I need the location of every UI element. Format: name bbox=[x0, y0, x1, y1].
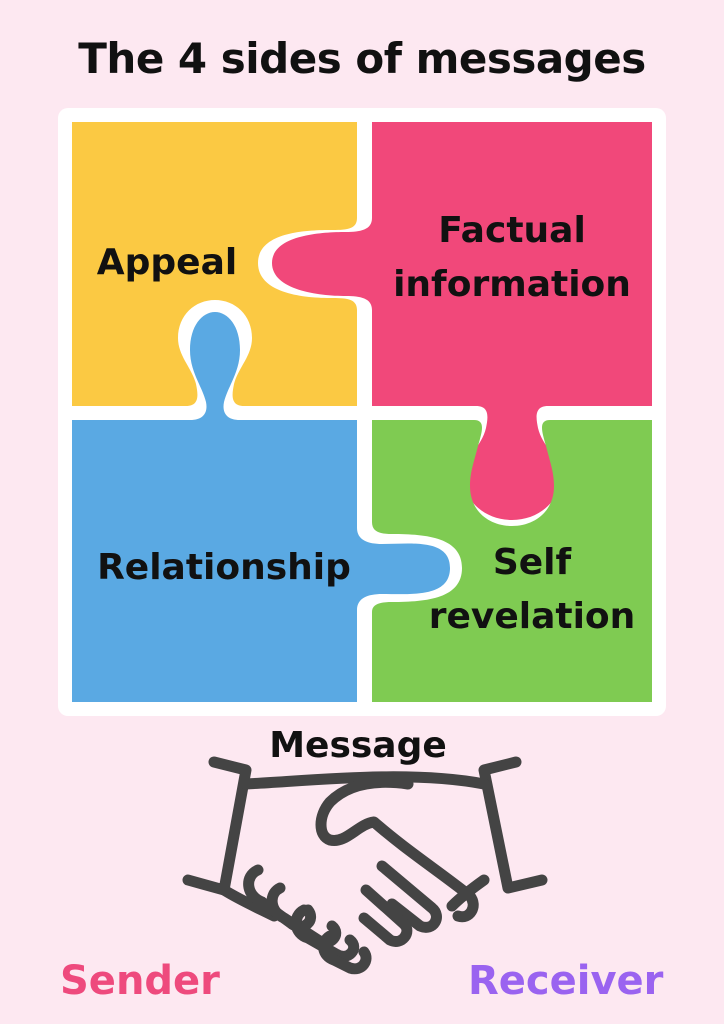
factual-label-line1: Factual bbox=[438, 210, 586, 251]
factual-label: Factual information bbox=[380, 204, 644, 312]
piece-self bbox=[372, 420, 652, 702]
self-label: Self revelation bbox=[412, 536, 652, 644]
appeal-label: Appeal bbox=[96, 242, 238, 283]
sender-label: Sender bbox=[60, 958, 220, 1004]
message-label: Message bbox=[260, 722, 456, 770]
piece-appeal bbox=[72, 122, 357, 406]
self-label-line1: Self bbox=[492, 542, 572, 583]
piece-relationship bbox=[72, 312, 450, 702]
page-title: The 4 sides of messages bbox=[78, 34, 646, 83]
relationship-label: Relationship bbox=[97, 547, 351, 588]
factual-label-line2: information bbox=[393, 264, 631, 305]
receiver-label: Receiver bbox=[468, 958, 664, 1004]
piece-factual bbox=[272, 122, 652, 520]
self-label-line2: revelation bbox=[428, 596, 636, 637]
handshake-icon bbox=[182, 756, 548, 975]
